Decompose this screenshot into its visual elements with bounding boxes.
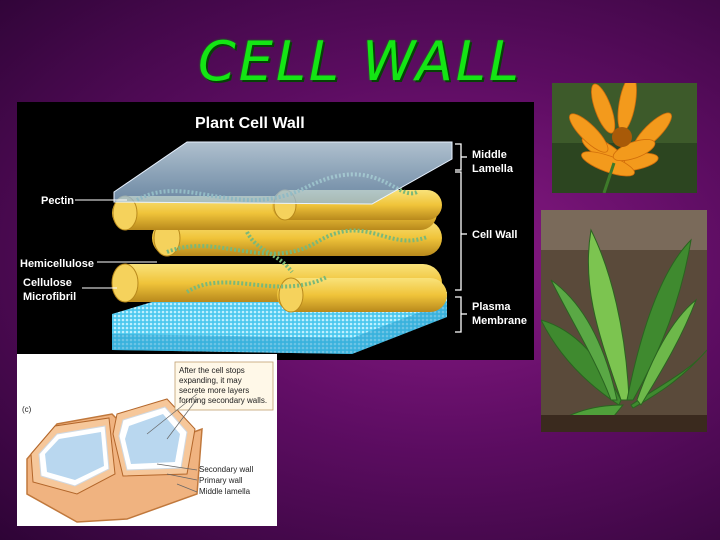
panel-label: (c) (22, 405, 32, 414)
callout-line-1: After the cell stops (179, 366, 245, 375)
callout-line-2: expanding, it may (179, 376, 242, 385)
label-middle-lamella-line1: Middle (472, 149, 507, 161)
label-cell-wall: Cell Wall (472, 229, 517, 241)
legend-primary-wall: Primary wall (199, 476, 243, 485)
label-middle-lamella-line2: Lamella (472, 163, 514, 175)
callout-box (174, 361, 274, 411)
middle-lamella-layer (113, 141, 453, 205)
label-pectin: Pectin (41, 195, 74, 207)
label-plasma-line2: Membrane (472, 315, 527, 327)
secondary-wall-diagram: (c) After the cell stops expanding, it m… (17, 354, 277, 526)
cells-illustration (26, 398, 203, 523)
callout-line-4: forming secondary walls. (179, 396, 267, 405)
callout-line-3: secrete more layers (179, 386, 249, 395)
label-hemicellulose: Hemicellulose (20, 258, 94, 270)
cellulose-microfibrils (111, 189, 447, 313)
diagram-title: Plant Cell Wall (195, 115, 305, 132)
label-cellulose-line1: Cellulose (23, 277, 72, 289)
plant-cell-wall-diagram: Plant Cell Wall (17, 102, 534, 360)
label-cellulose-line2: Microfibril (23, 291, 76, 303)
label-plasma-line1: Plasma (472, 301, 511, 313)
plant-photo (541, 210, 707, 432)
layer-brackets (455, 143, 467, 333)
legend-secondary-wall: Secondary wall (199, 465, 253, 474)
flower-photo (552, 83, 697, 193)
legend-middle-lamella: Middle lamella (199, 487, 251, 496)
slide-title: CELL WALL (198, 30, 522, 93)
